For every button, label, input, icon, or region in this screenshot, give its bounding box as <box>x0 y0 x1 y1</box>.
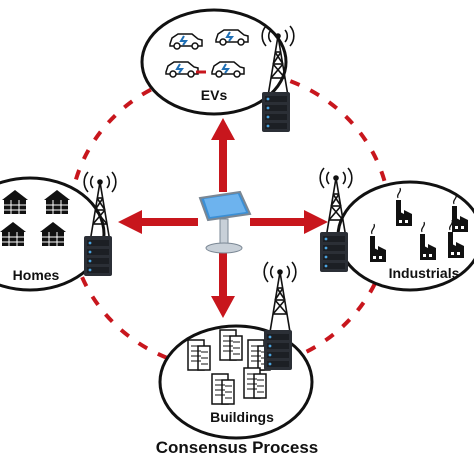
diagram-caption: Consensus Process <box>155 438 319 457</box>
radio-tower-icon <box>263 261 297 333</box>
server-rack-icon <box>262 92 290 132</box>
node-homes: Homes <box>0 176 106 292</box>
arrow-left <box>118 210 198 234</box>
arrow-down <box>211 246 235 318</box>
node-label-buildings: Buildings <box>210 409 274 425</box>
arrow-right <box>250 210 328 234</box>
server-rack-icon <box>264 330 292 370</box>
server-rack-icon <box>84 236 112 276</box>
node-label-homes: Homes <box>13 267 60 283</box>
node-industrials: Industrials <box>336 180 474 292</box>
node-label-industrials: Industrials <box>389 265 460 281</box>
arrow-up <box>211 118 235 192</box>
server-rack-icon <box>320 232 348 272</box>
node-evs: EVs <box>140 8 288 116</box>
node-label-evs: EVs <box>201 87 228 103</box>
kiosk-terminal-icon <box>198 190 252 254</box>
arrows <box>118 118 328 318</box>
